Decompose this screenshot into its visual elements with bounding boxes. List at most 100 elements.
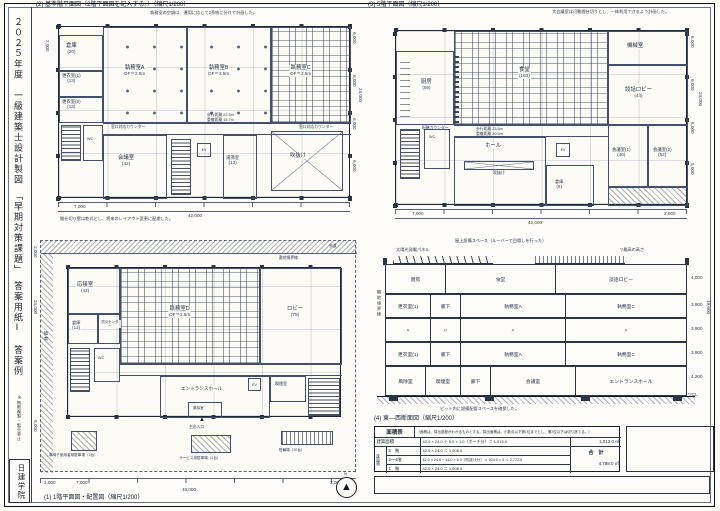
dim-label: 42,000 [528,220,543,225]
serving-counter-label: 配膳カウンター [422,126,449,130]
section-room: 更衣室(1) [386,343,431,365]
bike-parking-label: 駐輪場（20台） [279,448,305,452]
room-area: (13) [67,104,76,110]
room-area: (13) [228,160,237,166]
footing [389,395,398,401]
column-row-bottom [57,196,353,200]
plan-5f-note-top: 大会議室は可動間仕切りとし、一体利用できるよう計画した。 [552,9,670,14]
room-label: 会議室(2) [653,147,672,152]
column-row-top [66,265,344,269]
room-label: 更衣室(2) [62,99,81,104]
dimension-line [395,218,687,223]
wc-label: WC [97,356,106,361]
void-label: 吹抜け [492,170,506,176]
dim-label: 48,000 [182,487,197,492]
room-area: (12) [72,325,81,331]
dim-label: 7,000 [74,204,86,209]
stair-icon [61,125,81,161]
room-label: 執務室D [169,306,190,312]
parking-wheelchair-stall [71,431,97,451]
sheet-outer-border [4,3,715,507]
room-kitchen [396,51,454,125]
room-label: 応接室 [77,282,94,288]
north-label: N [344,471,347,476]
room-label: ホール [484,143,503,150]
plan-2f-title: (2) 基準階平面図（2階平面図を記入する。）（縮尺1/200） [36,2,190,8]
dim-label: 19,600 [706,300,711,315]
wc-label: WC [428,135,437,140]
dup-distance-note: 重複距離 15.7m [207,118,234,122]
room-label: 喫煙室 [274,381,288,387]
stair-icon [308,378,340,416]
room-wc [94,348,120,382]
elevator-icon: EV [197,143,211,157]
row-5f-calc: 42.0 × 24.0 ＝ 1,008.0 [421,447,571,456]
brand-logo: 日建学院 [17,464,26,500]
area-table-note: （面積は、算出過程がわかるものとする。算出面積は、小数点以下第1位までとし、第2… [415,427,621,438]
section-title: (4) 東—西断面図（縮尺1/200） [374,416,459,422]
north-arrow-icon: ▲ [336,477,357,498]
dim-label: 2,000 [45,40,50,52]
void-x [271,131,343,191]
parking-service-stall [191,435,231,453]
room-label: 倉庫 [66,43,77,49]
sidebar-title: ２０２５年度 一級建築士設計製図 「早期対策課題」 答案用紙Ⅰ 答案例 [13,17,23,377]
void-x [464,161,534,170]
room-windbreak [188,402,222,418]
row-building-area-label: 建築面積 [375,438,421,447]
row-building-area-calc: 42.0 × 24.0 ＋ 5.0 × 1.0（ポーチ分）＝ 1,013.0 [421,438,571,447]
section-room: 執務室A [461,295,566,317]
site-boundary-label: 敷地境界線 [279,256,298,260]
room-area: (42) [81,288,90,294]
room-area: (20) [67,49,76,55]
plan-2f-note-top: 執務室の空調は、運用に応じて2系統に分けて計画した。 [150,10,258,15]
section-note-pv: 太陽光発電パネル [396,247,430,252]
section-room: 執務室C [617,352,635,358]
dim-label: 24,000 [698,92,703,107]
area-table-title: 面積表 [375,427,415,438]
corridor [454,125,608,137]
parking-service-label: サービス用駐車場（2台） [179,456,221,460]
section-room: 廊下 [461,367,491,395]
stair-icon [171,139,191,195]
room-label: 会議室 [118,155,135,161]
section-floor-4: 更衣室(1) 廊下 執務室A 執務室C [385,294,687,318]
floor-area-group-label: 床面積 [375,447,387,473]
corridor [103,123,351,135]
rooftop-louver [535,256,625,264]
room-area: OF＝2.5m [208,71,230,77]
section-room: 廊下 [431,343,461,365]
stamp-box [626,426,714,472]
room-label: 風除室 [192,406,205,411]
sidewalk-hatch [41,241,357,254]
dim-label: 4,200 [691,374,703,379]
section-room: 風除室 [386,367,426,395]
wc-label: WC [86,137,95,142]
elevator-icon: EV [556,143,570,157]
balcony [608,187,688,206]
room-disaster [98,314,120,344]
room-wc [83,125,103,161]
plan-5f-title: (3) 5階平面図（縮尺1/200） [368,2,444,8]
plan-1f-title: (1) 1階平面図・配置図（縮尺1/200） [44,495,144,501]
room-area: OF＝2.5m [124,71,146,77]
stair-icon [400,129,420,179]
dim-label: 4,000 [691,275,703,280]
section-room: 喫煙室 [426,367,461,395]
row-1f-calc: 42.0 × 24.0 ＝ 1,008.0 [421,465,571,473]
section-room: 会議室 [491,367,576,395]
section-room: エントランスホール [609,379,653,385]
room-area: (78) [291,312,300,318]
parapet [383,258,387,265]
section-note-roof: 屋上設備スペース（ルーバーで目隠しを行った） [455,238,547,243]
room-label: 更衣室(1) [62,73,81,78]
dim-label: 6,000 [352,32,357,44]
room-label: 防災センター [99,320,121,329]
dim-label: 3,000 [330,480,342,485]
room-area: (9) [556,184,562,190]
room-label: 執務室A [124,65,145,71]
section-room: 食堂 [446,265,556,293]
stair-icon [70,348,90,392]
parapet [685,258,689,265]
dim-label: 2,000 [664,211,676,216]
